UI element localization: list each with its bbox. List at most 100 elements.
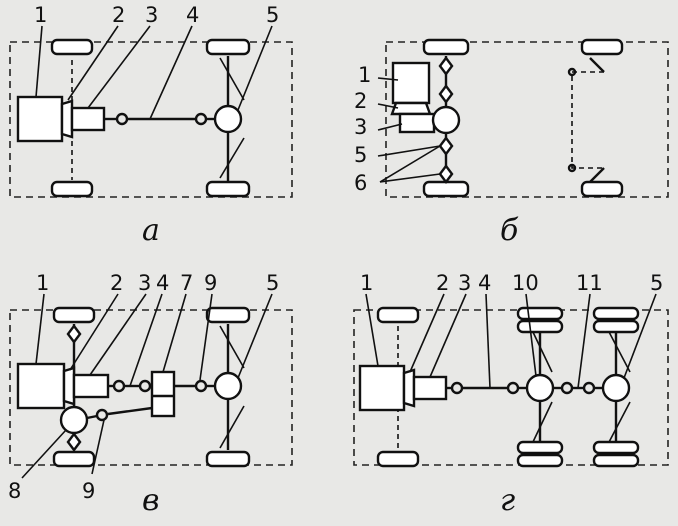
- panel-v-frame: [9, 309, 293, 466]
- panel-b-rear-left-wheel: [580, 38, 624, 56]
- panel-b-rear-right-wheel: [580, 180, 624, 198]
- panel-v-rear-axle-brace-top: [219, 325, 245, 369]
- panel-v-leader-2: [69, 293, 119, 371]
- panel-a: 1 2 3 4 5 а: [9, 3, 293, 248]
- panel-a-engine: [16, 95, 64, 143]
- panel-v-leader-3: [89, 293, 147, 376]
- panel-v-leader-4: [129, 293, 163, 387]
- panel-a-label-2: 2: [112, 3, 125, 27]
- panel-a-leader-5: [237, 25, 273, 111]
- panel-b-rear-arm-top: [589, 57, 605, 73]
- panel-b-label-5: 5: [354, 143, 367, 167]
- panel-v-leader-5: [237, 293, 273, 379]
- panel-g-leader-10: [525, 293, 537, 377]
- panel-g-middle-brace-bottom: [531, 401, 553, 445]
- panel-v-leader-8: [21, 429, 67, 479]
- panel-b-rear-hinge-top: [567, 67, 577, 77]
- panel-v-rear-right-wheel: [205, 450, 251, 468]
- panel-g-middle-brace-top: [531, 329, 553, 373]
- panel-b-leader-1: [377, 77, 399, 81]
- panel-g-middle-joint: [506, 381, 520, 395]
- panel-v-leader-7: [162, 293, 187, 373]
- panel-v-rear-joint: [194, 379, 208, 393]
- panel-b-joint-top-inner: [438, 84, 454, 104]
- panel-a-rear-joint: [194, 112, 208, 126]
- panel-g-front-left-wheel: [376, 306, 420, 324]
- panel-g-middle-left-wheel-inner: [516, 319, 564, 334]
- panel-v-joint-2: [138, 379, 152, 393]
- panel-v-clutch: [62, 366, 76, 406]
- panel-g-leader-4: [485, 293, 491, 389]
- panel-a-leader-1: [35, 25, 43, 98]
- panel-g-label-4: 4: [478, 271, 491, 295]
- panel-a-front-left-wheel: [50, 38, 94, 56]
- panel-a-leader-2: [67, 25, 119, 101]
- panel-v-front-pinion-shaft: [86, 414, 98, 420]
- panel-g-through-joint-2: [582, 381, 596, 395]
- panel-v-label-9-top: 9: [204, 271, 217, 295]
- panel-b: 1 2 3 5 6 б: [354, 38, 669, 248]
- panel-a-clutch: [60, 99, 74, 139]
- panel-g-middle-left-wheel-outer: [516, 306, 564, 321]
- panel-g-middle-right-wheel-outer: [516, 453, 564, 468]
- panel-v-leader-1: [35, 293, 45, 365]
- panel-v-transfer-case: [150, 370, 176, 418]
- panel-v-gearbox: [72, 373, 110, 399]
- panel-b-leader-3: [377, 123, 403, 131]
- panel-g-label-3: 3: [458, 271, 471, 295]
- panel-g-front-right-wheel: [376, 450, 420, 468]
- panel-b-rear-hinge-bottom: [567, 163, 577, 173]
- panel-b-frame: [385, 41, 669, 198]
- panel-a-label-1: 1: [34, 3, 47, 27]
- panel-b-leader-5: [377, 145, 441, 157]
- panel-b-leader-6a: [379, 145, 441, 183]
- panel-g-label-2: 2: [436, 271, 449, 295]
- panel-b-joint-bottom-outer: [438, 164, 454, 184]
- panel-g-middle-final-drive: [525, 373, 555, 403]
- panel-v-leader-9-bottom: [91, 419, 105, 475]
- panel-b-front-left-wheel: [422, 38, 470, 56]
- panel-v-label-8: 8: [8, 479, 21, 503]
- panel-b-leader-2: [377, 103, 399, 109]
- panel-g-rear-final-drive: [601, 373, 631, 403]
- panel-v: 1 2 3 4 7 9 5 8 9 в: [8, 271, 293, 518]
- panel-g-frame: [353, 309, 669, 466]
- panel-a-rear-axle-brace-top: [219, 57, 245, 101]
- panel-v-front-left-wheel: [52, 306, 96, 324]
- panel-g-caption: г: [500, 483, 515, 518]
- panel-b-caption: б: [500, 213, 519, 248]
- panel-a-frame: [9, 41, 293, 198]
- panel-g-leader-5: [623, 293, 657, 379]
- panel-b-front-right-wheel: [422, 180, 470, 198]
- panel-a-label-4: 4: [186, 3, 199, 27]
- panel-b-label-2: 2: [354, 89, 367, 113]
- panel-v-front-driveshaft: [107, 406, 153, 416]
- panel-g-leader-3: [429, 293, 467, 378]
- panel-v-rear-axle-brace-bottom: [219, 405, 245, 449]
- panel-g-rear-brace-top: [607, 329, 631, 373]
- panel-g-clutch: [402, 368, 416, 408]
- panel-g-leader-11: [577, 293, 591, 389]
- panel-a-rear-left-wheel: [205, 38, 251, 56]
- panel-b-label-6: 6: [354, 171, 367, 195]
- panel-a-front-right-wheel: [50, 180, 94, 198]
- panel-g-label-10: 10: [512, 271, 539, 295]
- panel-v-leader-9-top: [199, 293, 213, 381]
- panel-v-front-final-drive: [59, 405, 89, 435]
- panel-a-front-joint: [115, 112, 129, 126]
- panel-g-front-joint: [450, 381, 464, 395]
- panel-b-engine: [391, 61, 431, 105]
- panel-b-label-1: 1: [358, 63, 371, 87]
- panel-v-label-5: 5: [266, 271, 279, 295]
- panel-g-label-1: 1: [360, 271, 373, 295]
- panel-b-gearbox: [398, 112, 436, 134]
- panel-a-gearbox: [70, 106, 106, 132]
- panel-g-rear-left-wheel-inner: [592, 319, 640, 334]
- panel-g-middle-right-wheel-inner: [516, 440, 564, 455]
- panel-v-rear-left-wheel: [205, 306, 251, 324]
- panel-v-front-joint-bottom: [66, 432, 82, 452]
- panel-g-rear-left-wheel-outer: [592, 306, 640, 321]
- panel-g-label-11: 11: [576, 271, 603, 295]
- panel-a-rear-final-drive: [213, 104, 243, 134]
